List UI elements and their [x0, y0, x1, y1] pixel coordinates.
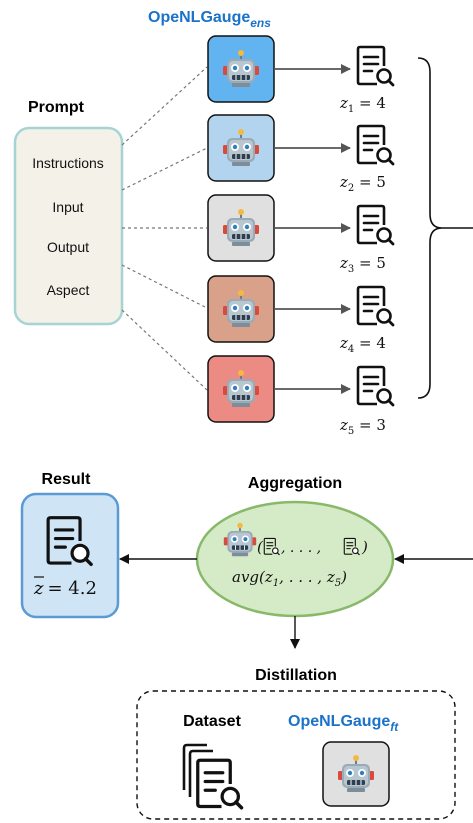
document-search-icon — [356, 45, 395, 87]
prompt-item-input: Input — [52, 199, 83, 215]
aggregation-ellipsis: , . . . , — [281, 540, 321, 556]
distillation-title: Distillation — [255, 667, 337, 684]
prompt-item-output: Output — [47, 239, 89, 255]
score-label: z4 = 4 — [339, 334, 386, 355]
result-box — [20, 492, 120, 619]
aggregation-formula: avg(z1, . . . , z5) — [232, 568, 347, 589]
dataset-label: Dataset — [183, 713, 241, 730]
prompt-item-instructions: Instructions — [32, 155, 104, 171]
score-label: z2 = 5 — [339, 173, 386, 194]
score-label: z3 = 5 — [339, 254, 386, 275]
aggregation-open-paren: ( — [257, 538, 264, 556]
document-search-icon — [356, 285, 395, 327]
evaluator-row: z5 = 3 — [207, 355, 395, 437]
document-search-icon — [356, 124, 395, 166]
document-search-icon — [356, 365, 395, 407]
scores-brace — [417, 57, 443, 399]
document-stack-icon — [182, 743, 244, 810]
evaluator-row: z4 = 4 — [207, 275, 395, 355]
prompt-item-aspect: Aspect — [47, 282, 90, 298]
aggregation-title: Aggregation — [248, 475, 342, 492]
prompt-box — [13, 126, 124, 326]
prompt-connectors — [121, 66, 208, 391]
result-title: Result — [42, 471, 92, 488]
distilled-model-title: OpeNLGaugeft — [288, 713, 399, 734]
aggregation-close-paren: ) — [361, 538, 368, 556]
score-label: z5 = 3 — [339, 416, 386, 437]
evaluator-rows: z1 = 4 z2 = 5 z3 = 5 z4 = 4 — [207, 35, 395, 437]
document-search-icon — [356, 204, 395, 246]
evaluator-row: z3 = 5 — [207, 194, 395, 275]
evaluator-row: z1 = 4 — [207, 35, 395, 115]
aggregation-ellipse — [195, 500, 395, 618]
score-label: z1 = 4 — [339, 94, 386, 115]
result-score: z= 4.2 — [33, 578, 97, 599]
ensemble-title: OpeNLGaugeens — [148, 9, 271, 30]
evaluator-row: z2 = 5 — [207, 114, 395, 194]
prompt-title: Prompt — [28, 99, 85, 116]
